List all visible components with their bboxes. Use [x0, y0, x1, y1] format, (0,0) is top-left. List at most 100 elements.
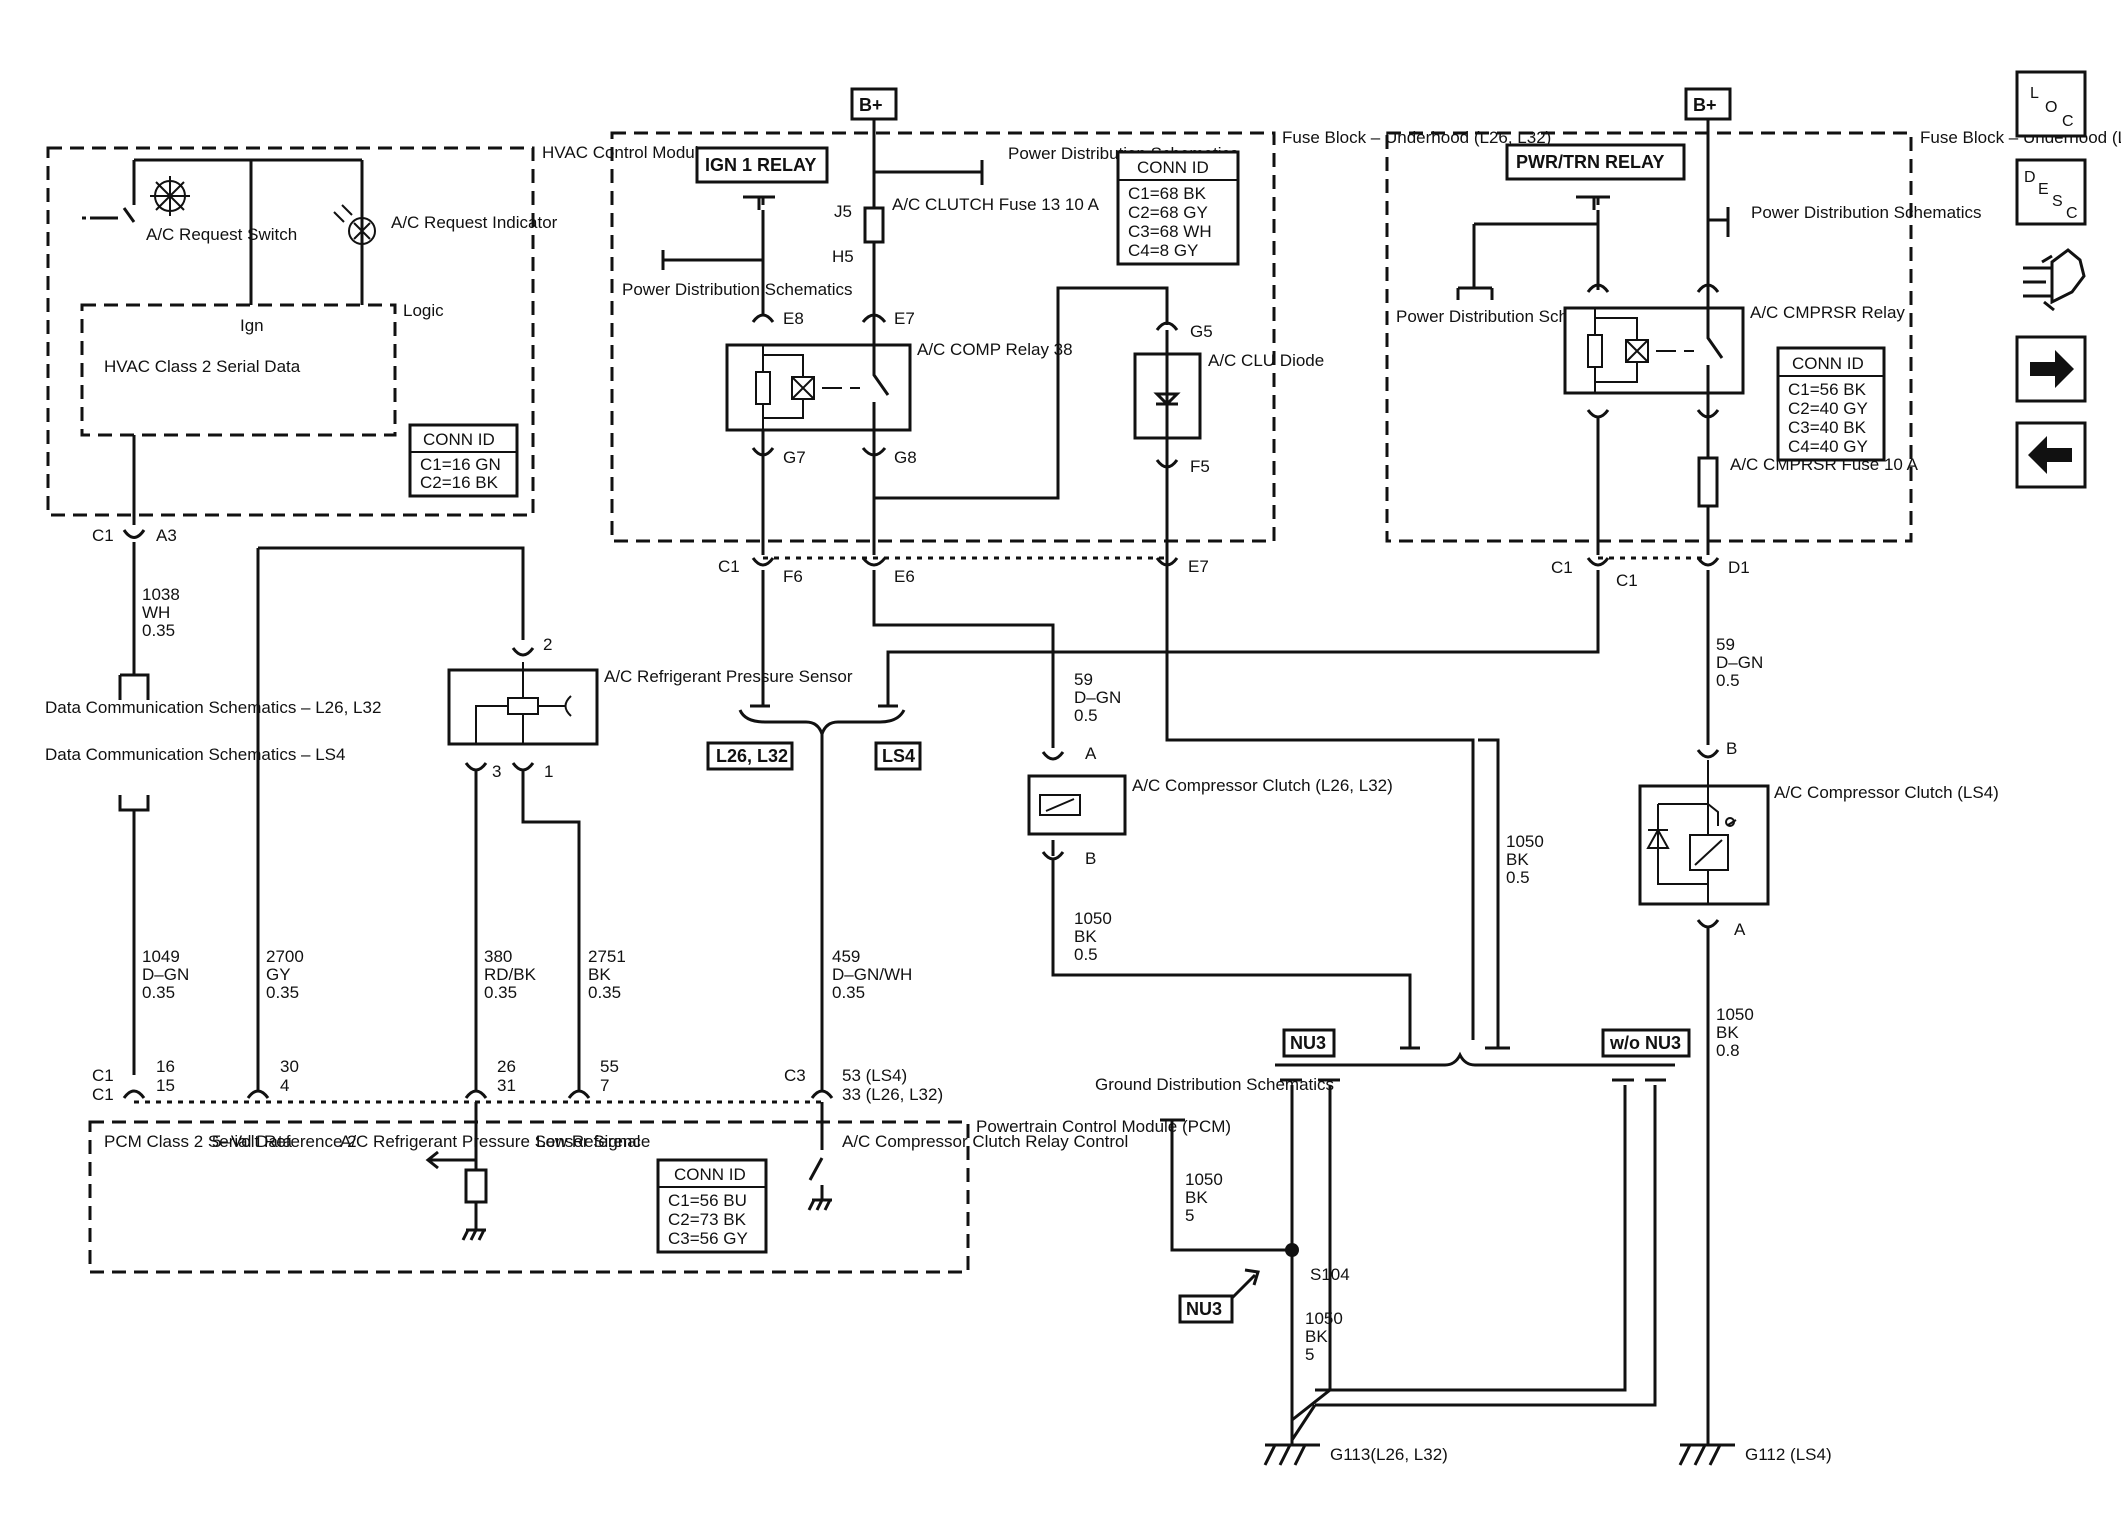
ground-option-bus: NU3 w/o NU3 Ground Distribution Schemati… [1095, 738, 1691, 1445]
svg-text:1049: 1049 [142, 947, 180, 966]
svg-text:G7: G7 [783, 448, 806, 467]
svg-text:WH: WH [142, 603, 170, 622]
svg-text:BK: BK [1074, 927, 1097, 946]
svg-text:H5: H5 [832, 247, 854, 266]
connector-diagnostic-icon[interactable] [2023, 248, 2086, 312]
option-l26-label: L26, L32 [716, 746, 788, 766]
svg-text:0.35: 0.35 [832, 983, 865, 1002]
svg-text:E7: E7 [894, 309, 915, 328]
b-plus-terminal-l26: B+ [850, 87, 898, 121]
svg-text:0.5: 0.5 [1074, 706, 1098, 725]
svg-text:1050: 1050 [1185, 1170, 1223, 1189]
svg-text:RD/BK: RD/BK [484, 965, 537, 984]
ac-comp-relay-label: A/C COMP Relay 38 [917, 340, 1073, 359]
svg-text:G8: G8 [894, 448, 917, 467]
svg-text:31: 31 [497, 1076, 516, 1095]
svg-text:C1: C1 [1551, 558, 1573, 577]
svg-text:1038: 1038 [142, 585, 180, 604]
svg-text:59: 59 [1716, 635, 1735, 654]
pcm-serial-data-label: PCM Class 2 Serial Data [104, 1132, 293, 1151]
svg-text:D–GN: D–GN [1074, 688, 1121, 707]
svg-text:D–GN: D–GN [142, 965, 189, 984]
svg-text:F5: F5 [1190, 457, 1210, 476]
data-comm-l26-label: Data Communication Schematics – L26, L32 [45, 698, 381, 717]
svg-text:380: 380 [484, 947, 512, 966]
hvac-module-label: HVAC Control Module [542, 143, 708, 162]
option-nu3-label: NU3 [1186, 1299, 1222, 1319]
svg-text:3: 3 [492, 762, 501, 781]
relay-control-label: A/C Compressor Clutch Relay Control [842, 1132, 1128, 1151]
fuse-ls4-conn-id-line: C1=56 BK [1788, 380, 1867, 399]
svg-text:30: 30 [280, 1057, 299, 1076]
fuse-block-ls4-connector: C1 C1 D1 59 D–GN 0.5 [886, 556, 1763, 745]
pressure-sensor-label: A/C Refrigerant Pressure Sensor [604, 667, 853, 686]
svg-text:0.8: 0.8 [1716, 1041, 1740, 1060]
fuse-l26-conn-id-line: C4=8 GY [1128, 241, 1198, 260]
power-dist-label: Power Distribution Schematics [1751, 203, 1982, 222]
svg-text:15: 15 [156, 1076, 175, 1095]
svg-text:B: B [1726, 739, 1737, 758]
sensor-signal-label: A/C Refrigerant Pressure Sensor Signal [340, 1132, 640, 1151]
svg-text:16: 16 [156, 1057, 175, 1076]
svg-text:E6: E6 [894, 567, 915, 586]
svg-text:5: 5 [1185, 1206, 1194, 1225]
svg-text:1050: 1050 [1716, 1005, 1754, 1024]
svg-text:C1: C1 [92, 526, 114, 545]
svg-text:53 (LS4): 53 (LS4) [842, 1066, 907, 1085]
svg-text:BK: BK [1305, 1327, 1328, 1346]
svg-text:2700: 2700 [266, 947, 304, 966]
back-arrow-button[interactable] [2015, 421, 2087, 489]
hvac-serial-data-label: HVAC Class 2 Serial Data [104, 357, 301, 376]
fuse-ls4-conn-id-line: C4=40 GY [1788, 437, 1868, 456]
option-nu3-label: NU3 [1290, 1033, 1326, 1053]
pcm-conn-id-title: CONN ID [674, 1165, 746, 1184]
svg-text:0.5: 0.5 [1506, 868, 1530, 887]
svg-text:D–GN: D–GN [1716, 653, 1763, 672]
pcm-conn-id-line: C2=73 BK [668, 1210, 747, 1229]
power-dist-label: Power Distribution Schematics [622, 280, 853, 299]
forward-arrow-button[interactable] [2015, 335, 2087, 403]
ground-g112-label: G112 (LS4) [1745, 1445, 1832, 1464]
svg-text:0.35: 0.35 [588, 983, 621, 1002]
svg-text:D: D [2024, 169, 2036, 186]
svg-text:D–GN/WH: D–GN/WH [832, 965, 912, 984]
svg-text:S: S [2052, 193, 2063, 210]
hvac-conn-id-line: C1=16 GN [420, 455, 501, 474]
svg-text:5: 5 [1305, 1345, 1314, 1364]
ac-request-switch-label: A/C Request Switch [146, 225, 297, 244]
option-ls4-label: LS4 [882, 746, 915, 766]
svg-text:459: 459 [832, 947, 860, 966]
svg-text:1050: 1050 [1506, 832, 1544, 851]
hvac-conn-id-line: C2=16 BK [420, 473, 499, 492]
svg-text:55: 55 [600, 1057, 619, 1076]
svg-text:C: C [2066, 205, 2078, 222]
svg-text:B: B [1085, 849, 1096, 868]
svg-text:C: C [2062, 113, 2074, 130]
svg-text:D1: D1 [1728, 558, 1750, 577]
desc-button[interactable]: D E S C [2015, 158, 2087, 226]
compressor-clutch-l26: 59 D–GN 0.5 A A/C Compressor Clutch (L26… [1027, 665, 1544, 1048]
svg-text:A3: A3 [156, 526, 177, 545]
refrigerant-pressure-sensor: 2 A/C Refrigerant Pressure Sensor 3 1 27… [256, 546, 853, 1090]
svg-text:G5: G5 [1190, 322, 1213, 341]
logic-label: Logic [403, 301, 444, 320]
fuse-l26-conn-id-line: C3=68 WH [1128, 222, 1212, 241]
svg-text:C1: C1 [1616, 571, 1638, 590]
hvac-conn-id-title: CONN ID [423, 430, 495, 449]
ground-g113-label: G113(L26, L32) [1330, 1445, 1448, 1464]
svg-text:BK: BK [588, 965, 611, 984]
svg-text:7: 7 [600, 1076, 609, 1095]
ground-g113: G113(L26, L32) [1263, 1443, 1448, 1466]
5v-ref-label: 5–Volt Reference 2 [212, 1132, 357, 1151]
svg-text:BK: BK [1185, 1188, 1208, 1207]
loc-button[interactable]: L O C [2015, 70, 2087, 138]
svg-text:A: A [1085, 744, 1097, 763]
svg-text:59: 59 [1074, 670, 1093, 689]
fuse-block-l26: Fuse Block – Underhood (L26, L32) IGN 1 … [610, 119, 1551, 555]
svg-text:0.5: 0.5 [1074, 945, 1098, 964]
svg-text:E8: E8 [783, 309, 804, 328]
svg-text:2: 2 [543, 635, 552, 654]
hvac-connector-c1: C1 A3 1038 WH 0.35 Data Communication Sc… [45, 435, 381, 1075]
data-comm-ls4-label: Data Communication Schematics – LS4 [45, 745, 345, 764]
